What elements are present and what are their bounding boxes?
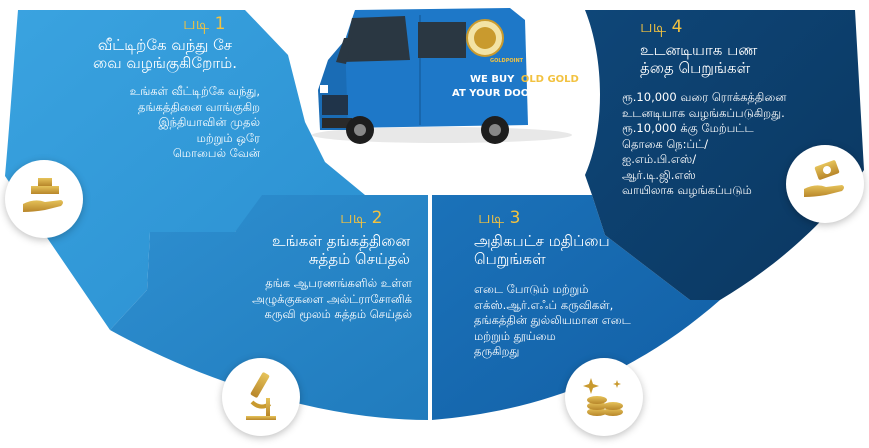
- step-3-heading: அதிகபட்ச மதிப்பை பெறுங்கள்: [474, 232, 610, 268]
- van-banner-old-gold: OLD GOLD: [521, 74, 579, 85]
- van-banner-we-buy: WE BUY: [470, 74, 515, 85]
- van-banner-doorstep: AT YOUR DOORSTEP: [452, 88, 565, 99]
- step-2-label: படி 2: [340, 208, 383, 228]
- van-brand: GOLDPOINT: [490, 58, 524, 64]
- step-2-heading: உங்கள் தங்கத்தினை சுத்தம் செய்தல்: [272, 232, 410, 268]
- gold-coins-icon: [565, 358, 643, 436]
- microscope-icon: [222, 358, 300, 436]
- delivery-van: WE BUY OLD GOLD AT YOUR DOORSTEP GOLDPOI…: [312, 8, 579, 144]
- gold-bars-hand-icon: [5, 160, 83, 238]
- step-2-body: தங்க ஆபரணங்களில் உள்ள அழுக்குகளை அல்ட்ரா…: [252, 276, 412, 322]
- step-3-label: படி 3: [478, 208, 521, 228]
- step-3-panel: [432, 195, 720, 420]
- step-1-body: உங்கள் வீட்டிற்கே வந்து, தங்கத்தினை வாங்…: [129, 84, 260, 161]
- step-2-panel: [110, 195, 428, 420]
- cash-hand-icon: [786, 145, 864, 223]
- step-1-heading: வீட்டிற்கே வந்து சே வை வழங்குகிறோம்.: [93, 36, 237, 72]
- step-4-body: ரூ.10,000 வரை ரொக்கத்தினை உடனடியாக வழங்க…: [622, 90, 787, 198]
- step-3-body: எடை போடும் மற்றும் எக்ஸ்.ஆர்.எஃப் கருவிக…: [474, 282, 631, 359]
- step-4-label: படி 4: [640, 17, 683, 37]
- step-4-panel: [585, 10, 864, 300]
- step-1-label: படி 1: [183, 14, 226, 34]
- svg-text:WE BUY OLD GOLD: WE BUY OLD GOLD: [470, 74, 579, 85]
- step-4-heading: உடனடியாக பண த்தை பெறுங்கள்: [640, 41, 758, 77]
- step-1-panel: [5, 10, 365, 330]
